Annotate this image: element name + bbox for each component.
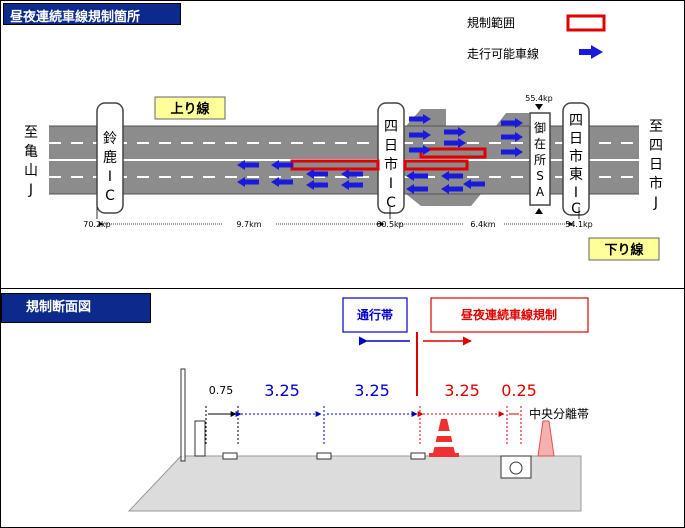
svg-text:四: 四	[569, 113, 583, 129]
distance-1-label: 9.7km	[236, 220, 261, 229]
kp-70-2-label: 70.2kp	[83, 220, 111, 229]
svg-text:日: 日	[649, 157, 663, 173]
width-0-25: 0.25	[501, 381, 537, 400]
down-line-arrows	[409, 114, 523, 157]
svg-text:市: 市	[649, 175, 663, 192]
down-line-label-box	[588, 237, 660, 261]
up-line-label-box	[154, 96, 226, 120]
up-line-arrows	[237, 160, 485, 194]
mizaisho-sa: 御 在 所 S A	[529, 112, 551, 206]
kp-55-4-label: 55.4kp	[525, 94, 553, 103]
svg-text:市: 市	[569, 148, 583, 165]
svg-text:日: 日	[384, 138, 398, 154]
traffic-cone-icon	[429, 419, 459, 457]
svg-text:亀: 亀	[24, 144, 38, 160]
svg-text:東: 東	[569, 167, 583, 183]
svg-text:市: 市	[384, 156, 398, 173]
legend-regulation-label: 規制範囲	[467, 15, 515, 30]
regulation-box	[430, 297, 589, 333]
svg-text:至: 至	[24, 125, 38, 141]
svg-text:在: 在	[534, 137, 546, 151]
svg-text:I: I	[574, 185, 578, 201]
road-cross-section	[127, 368, 582, 512]
svg-text:C: C	[571, 201, 581, 217]
svg-text:至: 至	[649, 119, 663, 135]
width-3-25-a: 3.25	[264, 381, 300, 400]
top-title: 昼夜連続車線規制箇所	[3, 3, 181, 25]
svg-text:C: C	[105, 188, 115, 204]
svg-text:S: S	[536, 169, 544, 183]
section-divider	[1, 288, 684, 289]
legend-arrow-icon	[579, 45, 603, 59]
yokkaichi-higashi-ic: 四 日 市 東 I C	[562, 102, 590, 217]
svg-text:日: 日	[569, 131, 583, 147]
regulation-range-2	[403, 159, 469, 171]
yokkaichi-ic: 四 日 市 I C	[377, 102, 405, 214]
kp-54-1-label: 54.1kp	[565, 220, 593, 229]
width-3-25-c: 3.25	[444, 381, 480, 400]
suzuka-ic: 鈴 鹿 I C	[96, 102, 124, 214]
svg-text:所: 所	[534, 153, 546, 167]
kp-60-5-label: 60.5kp	[376, 220, 404, 229]
kp-55-4-marker-icon	[535, 104, 543, 110]
svg-text:鹿: 鹿	[103, 149, 117, 166]
up-line-label: 上り線	[170, 101, 210, 117]
distance-lines	[96, 207, 580, 227]
regulation-label: 昼夜連続車線規制	[460, 307, 557, 322]
dimension-lines	[205, 406, 522, 446]
svg-text:四: 四	[649, 138, 663, 154]
destination-kameyama: 至 亀 山 J	[24, 125, 38, 198]
legend-regulation-swatch	[566, 14, 606, 32]
width-3-25-b: 3.25	[354, 381, 390, 400]
traffic-band-label: 通行帯	[357, 307, 393, 322]
svg-text:J: J	[28, 182, 33, 198]
svg-text:J: J	[653, 195, 658, 211]
distance-2-label: 6.4km	[470, 220, 495, 229]
bottom-title: 規制断面図	[1, 293, 151, 323]
traffic-band-box	[342, 297, 408, 333]
median-cone-icon	[537, 420, 555, 457]
regulation-range-3	[419, 147, 487, 159]
kp-55-4-bottom-marker-icon	[535, 208, 543, 214]
legend-travel-label: 走行可能車線	[467, 46, 539, 61]
svg-text:I: I	[108, 169, 112, 185]
svg-text:鈴: 鈴	[103, 131, 117, 147]
destination-yokkaichi: 至 四 日 市 J	[649, 119, 663, 211]
svg-text:御: 御	[534, 120, 546, 135]
svg-text:I: I	[389, 176, 393, 192]
width-0-75: 0.75	[209, 384, 234, 397]
down-line-label: 下り線	[604, 242, 644, 258]
svg-text:四: 四	[384, 119, 398, 135]
svg-text:A: A	[536, 185, 545, 199]
svg-text:山: 山	[24, 163, 38, 179]
median-label: 中央分離帯	[529, 406, 589, 421]
svg-text:C: C	[386, 195, 396, 211]
